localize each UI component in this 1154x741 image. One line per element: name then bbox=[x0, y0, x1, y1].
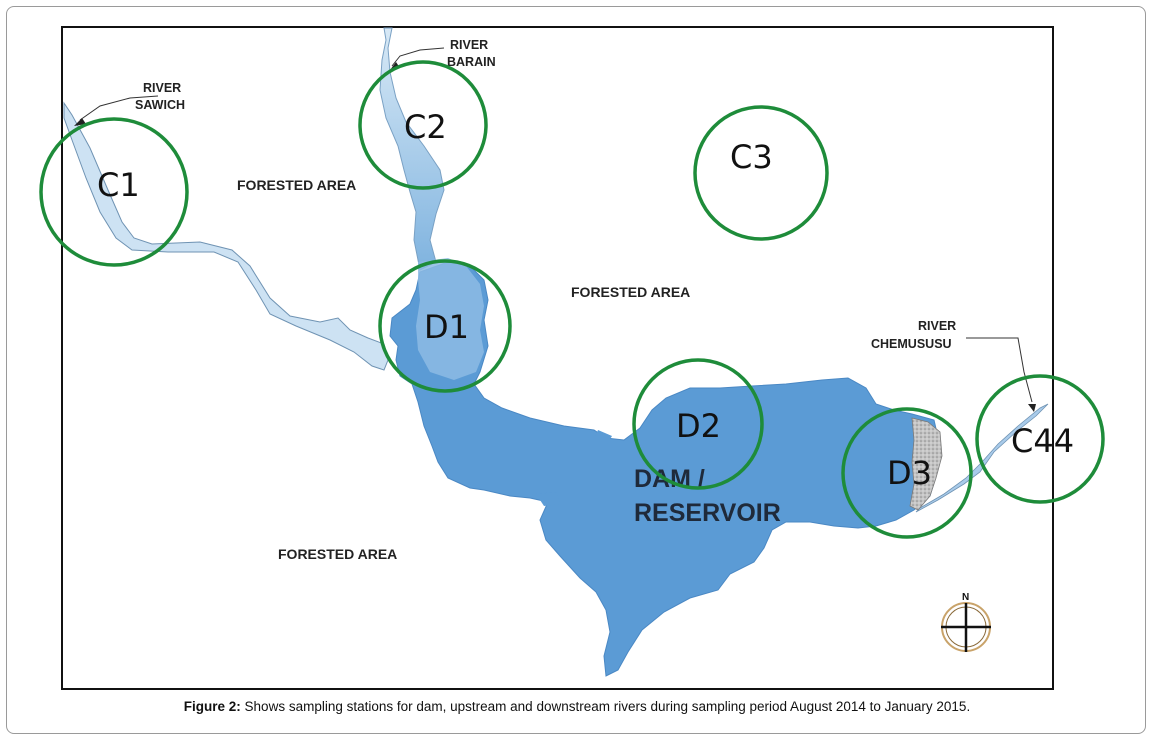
station-ring-c3 bbox=[693, 105, 829, 241]
river-barain-label-line1: RIVER bbox=[450, 38, 488, 52]
leader-line-barain bbox=[391, 47, 445, 67]
station-label-c3: C3 bbox=[730, 138, 773, 176]
river-sawich-label-line1: RIVER bbox=[143, 81, 181, 95]
station-ring-d1 bbox=[378, 259, 512, 393]
forested-area-label-middle: FORESTED AREA bbox=[571, 284, 690, 300]
station-label-d1: D1 bbox=[424, 308, 469, 346]
river-chemususu-label-line2: CHEMUSUSU bbox=[871, 337, 952, 351]
north-arrow-label: N bbox=[962, 592, 969, 603]
caption-label: Figure 2: bbox=[183, 699, 241, 714]
reservoir-bay bbox=[536, 492, 560, 506]
river-chemususu-label-line1: RIVER bbox=[918, 319, 956, 333]
forested-area-label-top: FORESTED AREA bbox=[237, 177, 356, 193]
river-sawich-label-line2: SAWICH bbox=[135, 98, 185, 112]
map-border bbox=[61, 26, 1054, 690]
reservoir-label-line2: RESERVOIR bbox=[634, 499, 781, 527]
reservoir-bay bbox=[594, 430, 612, 446]
station-ring-c2 bbox=[358, 60, 488, 190]
station-ring-d2 bbox=[632, 358, 764, 490]
leader-arrow-chemususu bbox=[1028, 404, 1036, 412]
river-barain-label-line2: BARAIN bbox=[447, 55, 496, 69]
station-ring-d3 bbox=[841, 407, 973, 539]
figure-frame bbox=[6, 6, 1146, 734]
station-label-c2: C2 bbox=[404, 108, 447, 146]
north-arrow-icon: N bbox=[941, 592, 991, 652]
dam-wall bbox=[909, 417, 943, 511]
station-label-d3: D3 bbox=[887, 454, 932, 492]
caption-text: Shows sampling stations for dam, upstrea… bbox=[240, 699, 971, 714]
forested-area-label-bottom: FORESTED AREA bbox=[278, 546, 397, 562]
leader-line-sawich bbox=[79, 95, 159, 121]
leader-line-chemususu bbox=[966, 337, 1033, 403]
reservoir-neck bbox=[416, 258, 484, 380]
station-label-c1: C1 bbox=[97, 166, 140, 204]
station-ring-c1 bbox=[39, 117, 189, 267]
reservoir-body bbox=[389, 261, 941, 677]
figure-caption: Figure 2: Shows sampling stations for da… bbox=[0, 699, 1154, 714]
station-label-d2: D2 bbox=[676, 407, 721, 445]
station-ring-c44 bbox=[975, 374, 1105, 504]
station-label-c44: C44 bbox=[1011, 422, 1074, 460]
